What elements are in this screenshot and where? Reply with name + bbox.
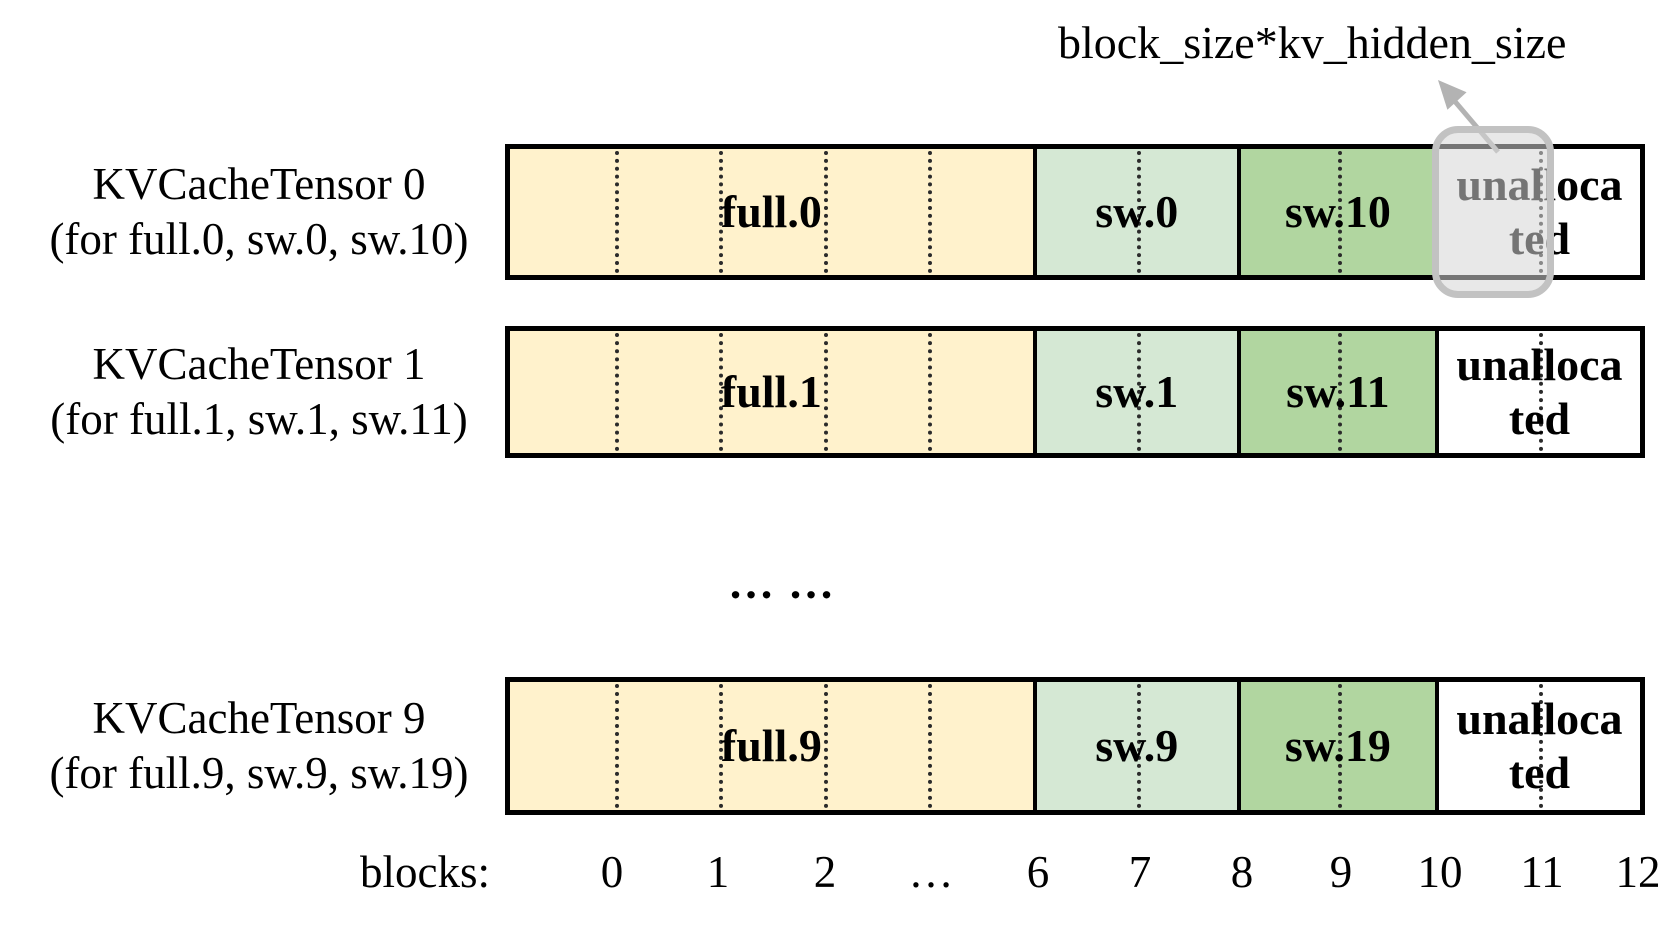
axis-tick: … <box>908 847 954 897</box>
highlighted-block <box>1432 126 1554 298</box>
block-divider <box>1136 333 1141 451</box>
block-divider <box>928 333 933 451</box>
tensor-row-1: KVCacheTensor 1 (for full.1, sw.1, sw.11… <box>0 326 1676 458</box>
block-divider <box>928 684 933 808</box>
segment-label: sw.11 <box>1286 365 1390 417</box>
segment-sw: sw.9 <box>1032 682 1237 810</box>
row-title: KVCacheTensor 9 <box>92 693 426 744</box>
block-divider <box>1539 333 1544 451</box>
segment-sw: sw.19 <box>1236 682 1435 810</box>
segment-label: unalloca ted <box>1456 338 1623 444</box>
row-subtitle: (for full.1, sw.1, sw.11) <box>50 394 468 444</box>
axis-tick: 7 <box>1128 847 1152 897</box>
row-subtitle: (for full.0, sw.0, sw.10) <box>49 214 469 264</box>
block-divider <box>614 684 619 808</box>
kv-cache-bar: full.1 sw.1 sw.11 unalloca ted <box>505 326 1645 458</box>
axis-label-blocks: blocks: <box>360 847 490 897</box>
segment-label: full.1 <box>720 365 822 417</box>
axis-tick: 0 <box>600 847 624 897</box>
segment-full: full.1 <box>510 331 1033 453</box>
segment-label: sw.19 <box>1284 719 1391 771</box>
block-divider <box>1539 684 1544 808</box>
segment-sw: sw.0 <box>1032 149 1237 275</box>
row-title: KVCacheTensor 1 <box>92 339 426 390</box>
segment-unallocated: unalloca ted <box>1434 682 1640 810</box>
axis-tick: 8 <box>1230 847 1254 897</box>
axis-tick: 9 <box>1329 847 1353 897</box>
block-size-annotation: block_size*kv_hidden_size <box>1058 17 1567 68</box>
block-divider <box>1337 333 1342 451</box>
axis-tick: 6 <box>1026 847 1050 897</box>
block-divider <box>823 333 828 451</box>
axis-tick: 1 <box>706 847 730 897</box>
block-divider <box>1337 684 1342 808</box>
block-divider <box>719 684 724 808</box>
tensor-row-9: KVCacheTensor 9 (for full.9, sw.9, sw.19… <box>0 677 1676 815</box>
block-divider <box>928 151 933 273</box>
segment-label: unalloca ted <box>1456 692 1623 798</box>
segment-sw: sw.1 <box>1032 331 1237 453</box>
row-title: KVCacheTensor 0 <box>92 159 426 210</box>
segment-unallocated: unalloca ted <box>1434 331 1640 453</box>
axis-tick: 12 <box>1615 847 1661 897</box>
block-divider <box>1337 151 1342 273</box>
row-subtitle: (for full.9, sw.9, sw.19) <box>49 748 469 798</box>
segment-label: full.0 <box>720 185 822 237</box>
segment-label: sw.9 <box>1095 719 1179 771</box>
segment-full: full.9 <box>510 682 1033 810</box>
segment-label: sw.1 <box>1095 365 1179 417</box>
segment-sw: sw.11 <box>1236 331 1435 453</box>
block-divider <box>614 151 619 273</box>
block-divider <box>823 151 828 273</box>
segment-full: full.0 <box>510 149 1033 275</box>
row-label: KVCacheTensor 9 (for full.9, sw.9, sw.19… <box>18 677 500 815</box>
axis-tick: 10 <box>1417 847 1463 897</box>
arrow-head-icon <box>1438 80 1467 110</box>
segment-sw: sw.10 <box>1236 149 1435 275</box>
segment-label: sw.10 <box>1284 185 1391 237</box>
block-divider <box>823 684 828 808</box>
block-divider <box>1136 151 1141 273</box>
kv-cache-bar: full.9 sw.9 sw.19 unalloca ted <box>505 677 1645 815</box>
block-divider <box>1136 684 1141 808</box>
segment-label: full.9 <box>720 719 822 771</box>
axis-tick: 2 <box>813 847 837 897</box>
row-label: KVCacheTensor 0 (for full.0, sw.0, sw.10… <box>18 144 500 280</box>
tensor-row-0: KVCacheTensor 0 (for full.0, sw.0, sw.10… <box>0 144 1676 280</box>
row-label: KVCacheTensor 1 (for full.1, sw.1, sw.11… <box>18 326 500 458</box>
rows-ellipsis: …… <box>728 557 848 608</box>
block-divider <box>719 333 724 451</box>
block-divider <box>614 333 619 451</box>
block-divider <box>719 151 724 273</box>
axis-tick: 11 <box>1520 847 1564 897</box>
segment-label: sw.0 <box>1095 185 1179 237</box>
